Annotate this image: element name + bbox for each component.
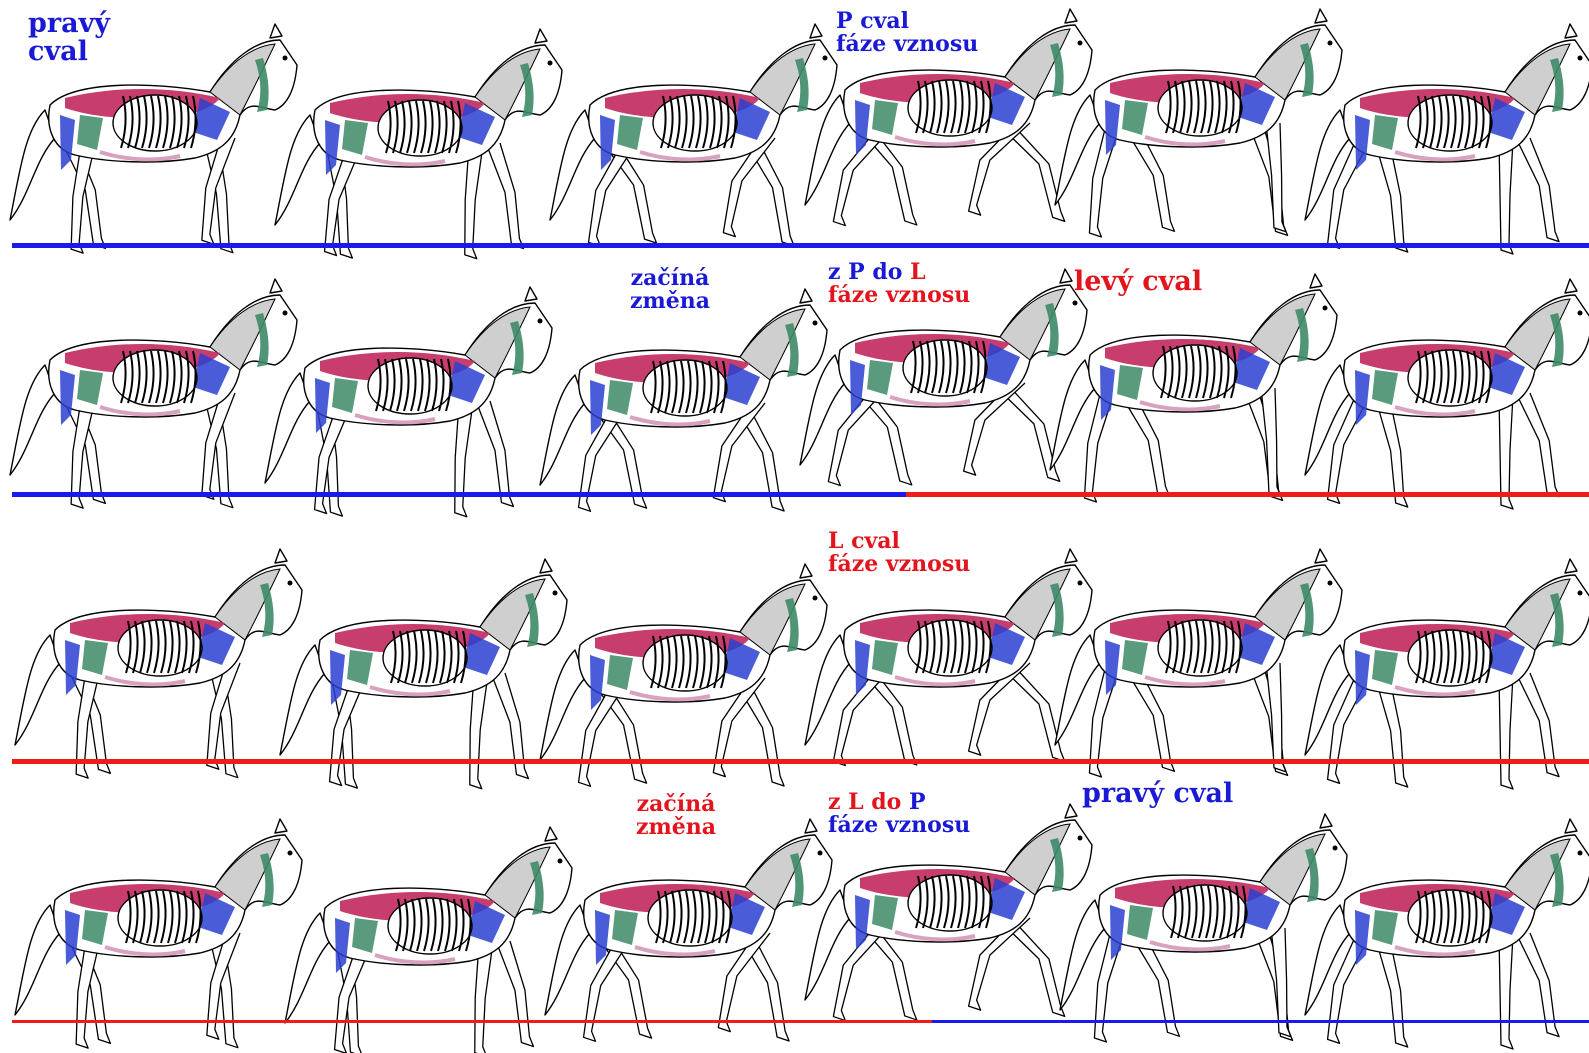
- baseline-blue: [12, 243, 1589, 248]
- horse-figure: [535, 560, 835, 790]
- label-suspension: fáze vznosu: [828, 284, 970, 307]
- horse-figure: [535, 285, 835, 515]
- baseline-red: [906, 492, 1589, 497]
- label-to-right: P: [909, 789, 926, 815]
- label-right-canter: pravý cval: [28, 10, 110, 67]
- label-change-begins: začíná změna: [636, 793, 716, 839]
- horse-figure: [1300, 815, 1589, 1045]
- horse-figure: [1300, 275, 1589, 505]
- baseline-red: [12, 759, 1589, 764]
- row-3: L cval fáze vznosu: [0, 525, 1589, 770]
- horse-figure: [1300, 555, 1589, 785]
- label-right-to-left-suspension: z P do L fáze vznosu: [828, 261, 970, 307]
- baseline-blue: [932, 1020, 1589, 1023]
- label-to-left: L: [910, 259, 925, 285]
- horse-figure: [10, 545, 310, 775]
- label-left-to-right-suspension: z L do P fáze vznosu: [828, 791, 970, 837]
- row-1: pravý cval P cval fáze vznosu: [0, 0, 1589, 250]
- horse-figure: [10, 815, 310, 1045]
- label-suspension: fáze vznosu: [828, 814, 970, 837]
- label-right-canter: pravý cval: [1082, 780, 1233, 808]
- horse-figure: [280, 823, 580, 1053]
- label-left-canter-suspension: L cval fáze vznosu: [828, 530, 970, 576]
- horse-figure: [260, 283, 560, 513]
- horse-figure: [540, 815, 840, 1045]
- horse-figure: [275, 555, 575, 785]
- row-4: začíná změna z L do P fáze vznosu pravý …: [0, 785, 1589, 1037]
- label-from-left: z L do: [828, 789, 901, 815]
- horse-figure: [1300, 20, 1589, 250]
- label-right-canter-suspension: P cval fáze vznosu: [836, 10, 978, 56]
- label-change-begins: začíná změna: [630, 267, 710, 313]
- label-left-canter: levý cval: [1074, 268, 1202, 296]
- label-from-right: z P do: [828, 259, 902, 285]
- baseline-red: [12, 1020, 932, 1023]
- row-2: začíná změna z P do L fáze vznosu levý c…: [0, 255, 1589, 500]
- horse-figure: [270, 25, 570, 255]
- baseline-blue: [12, 492, 906, 497]
